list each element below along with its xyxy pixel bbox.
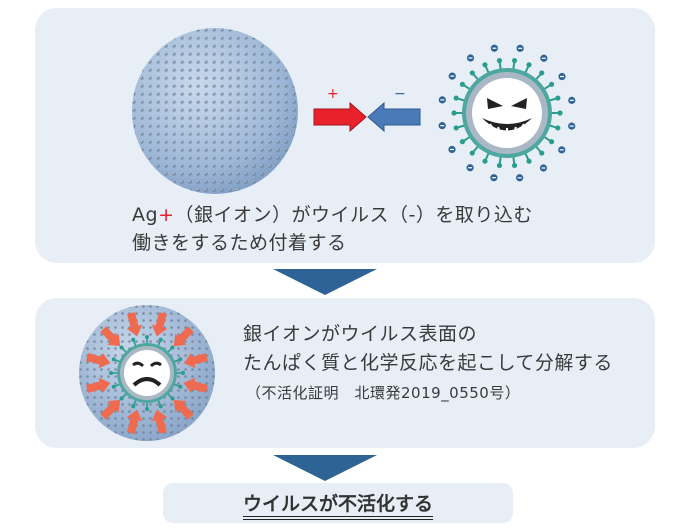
result-box: ウイルスが不活化する: [163, 483, 513, 523]
decomposition-text-line1: 銀イオンがウイルス表面の: [243, 323, 478, 345]
decomposition-text-line2: たんぱく質と化学反応を起こして分解する: [243, 352, 613, 374]
ag-label: Ag: [132, 204, 159, 226]
minus-sign: −: [394, 86, 407, 102]
attachment-text-line1: Ag+（銀イオン）がウイルス（-）を取り込む: [132, 200, 533, 227]
result-label: ウイルスが不活化する: [242, 493, 433, 520]
silver-sphere-icon: [132, 28, 298, 194]
virus-decomposition-icon: [79, 305, 215, 441]
attachment-text-line2: 働きをするため付着する: [132, 232, 347, 254]
down-arrow-icon: [273, 455, 377, 481]
virus-icon: [438, 44, 576, 182]
down-arrow-icon: [273, 269, 377, 295]
plus-sign: +: [327, 86, 340, 102]
certification-note: （不活化証明 北環発2019_0550号）: [246, 384, 521, 402]
attraction-arrows-icon: [313, 101, 421, 133]
ag-plus: +: [158, 204, 175, 226]
result-text: ウイルスが不活化する: [163, 489, 513, 520]
attachment-text-rest: （銀イオン）がウイルス（-）を取り込む: [174, 204, 533, 226]
